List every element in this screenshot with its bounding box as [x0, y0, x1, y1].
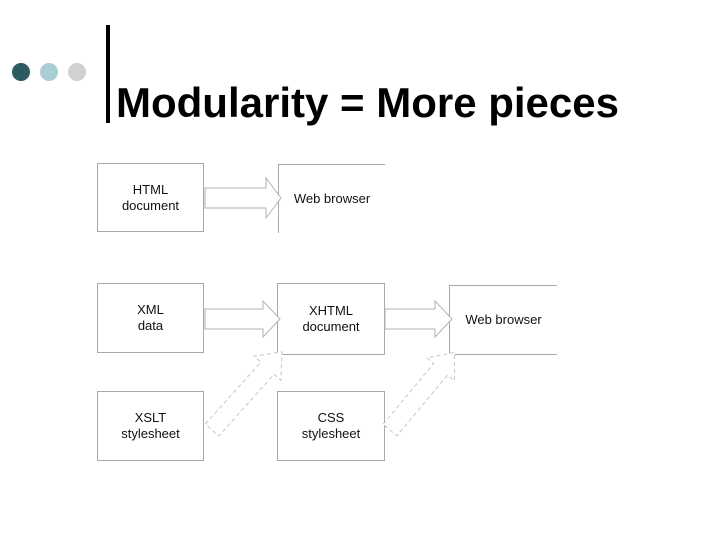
box-label: XHTML document: [302, 303, 360, 334]
arrow-html-document-to-web-browser-icon: [204, 176, 282, 220]
title-divider-line: [106, 25, 110, 123]
box-xslt-stylesheet: XSLT stylesheet: [97, 391, 204, 461]
box-xml-data: XML data: [97, 283, 204, 353]
box-label: Web browser: [293, 191, 371, 206]
box-label: HTML document: [121, 181, 180, 213]
arrow-xml-data-to-xhtml-document-icon: [204, 299, 281, 339]
arrow-xhtml-document-to-web-browser-icon: [384, 299, 453, 339]
box-label: Web browser: [465, 312, 542, 327]
box-web-browser-1: Web browser: [278, 164, 385, 233]
dark-teal-dot-icon: [12, 63, 30, 81]
slide-title: Modularity = More pieces: [116, 79, 619, 127]
box-web-browser-2: Web browser: [449, 285, 557, 355]
box-label: CSS stylesheet: [301, 410, 361, 441]
box-html-document: HTML document: [97, 163, 204, 232]
box-label: XML data: [137, 302, 164, 333]
arrow-css-stylesheet-to-web-browser-icon: [382, 351, 456, 437]
box-label: XSLT stylesheet: [121, 410, 180, 441]
box-xhtml-document: XHTML document: [277, 283, 385, 355]
gray-dot-icon: [68, 63, 86, 81]
box-css-stylesheet: CSS stylesheet: [277, 391, 385, 461]
light-teal-dot-icon: [40, 63, 58, 81]
